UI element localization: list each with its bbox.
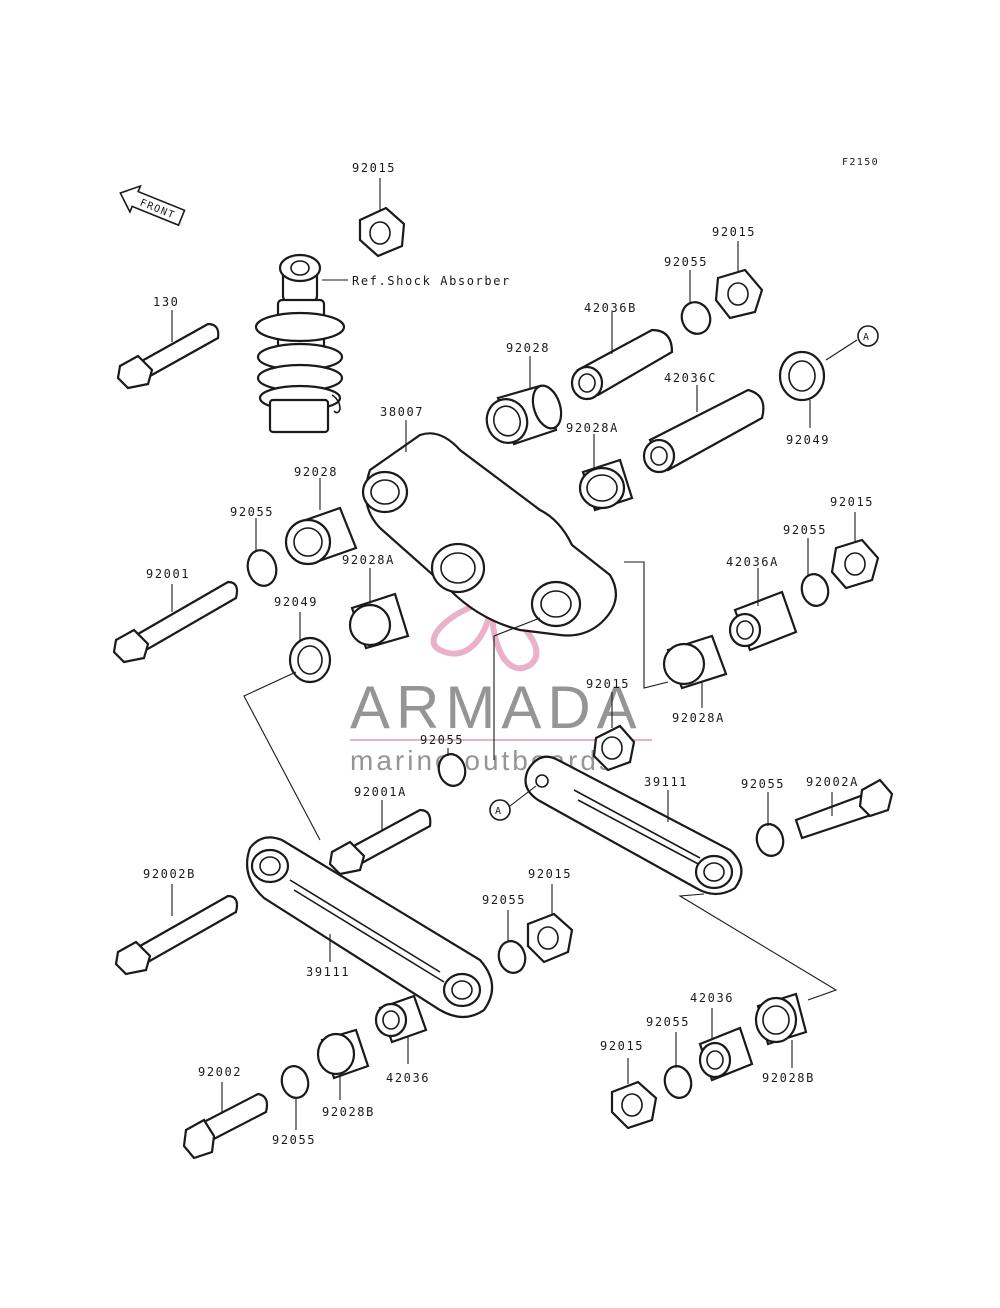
collar-92028-left	[284, 506, 358, 566]
part-label-92002b: 92002B	[143, 867, 196, 881]
part-number-labels: 92015 130 92055 92015 42036B 92028 42036…	[143, 161, 874, 1147]
part-label-38007: 38007	[380, 405, 424, 419]
relay-arm-38007	[361, 432, 618, 637]
marker-a-lower-letter: A	[495, 806, 502, 817]
part-label-92015-right-mid: 92015	[830, 495, 874, 509]
part-label-92015-upper-right: 92015	[712, 225, 756, 239]
sleeve-42036b	[570, 328, 674, 401]
collar-92028b-right	[754, 992, 808, 1046]
nut-92015-center	[592, 724, 636, 772]
diagram-code-label: F2150	[842, 157, 879, 168]
part-label-92002: 92002	[198, 1065, 242, 1079]
part-label-92055-right-mid: 92055	[783, 523, 827, 537]
part-label-92055-upper: 92055	[664, 255, 708, 269]
shock-absorber-reference-label: Ref.Shock Absorber	[352, 274, 511, 288]
nut-92015-top	[358, 206, 406, 258]
seal-92049-left	[288, 636, 332, 684]
part-label-92055-right: 92055	[741, 777, 785, 791]
bolt-92002a	[794, 778, 894, 840]
part-label-92028a-left: 92028A	[342, 553, 395, 567]
part-label-42036-left: 42036	[386, 1071, 430, 1085]
nut-92015-lower-right	[610, 1080, 658, 1130]
nut-92015-upper-right	[714, 268, 764, 320]
part-label-42036-right: 42036	[690, 991, 734, 1005]
collar-92028a-right	[662, 634, 728, 690]
marker-a-lower: A	[489, 799, 511, 821]
part-label-92015-top: 92015	[352, 161, 396, 175]
collar-92028-upper	[485, 384, 563, 446]
part-label-92015-lower-center: 92015	[528, 867, 572, 881]
part-label-92028b-right: 92028B	[762, 1071, 815, 1085]
leader-lines	[171, 178, 856, 1130]
part-label-92015-lower-right: 92015	[600, 1039, 644, 1053]
shock-absorber-illustration	[254, 253, 346, 434]
sleeve-42036c	[642, 388, 765, 474]
o-ring-92055-lower-right	[663, 1065, 693, 1099]
part-label-42036b: 42036B	[584, 301, 637, 315]
part-label-92028-upper: 92028	[506, 341, 550, 355]
part-label-92055-left: 92055	[230, 505, 274, 519]
part-label-42036c: 42036C	[664, 371, 717, 385]
marker-a-upper-letter: A	[863, 332, 870, 343]
part-label-92001a: 92001A	[354, 785, 407, 799]
o-ring-92055-lower-center	[497, 940, 527, 974]
bolt-92001	[112, 580, 239, 664]
bolt-130	[116, 322, 220, 390]
bolt-92002	[182, 1092, 269, 1160]
bolt-92001a	[328, 808, 432, 876]
part-label-92028a-right: 92028A	[672, 711, 725, 725]
bolt-92002b	[114, 894, 239, 976]
o-ring-92055-right-mid	[800, 573, 830, 607]
part-label-92055-lower-left: 92055	[272, 1133, 316, 1147]
sleeve-42036-left	[374, 994, 428, 1044]
part-label-42036a: 42036A	[726, 555, 779, 569]
front-arrow-label: FRONT	[138, 198, 177, 222]
part-label-92028b-left: 92028B	[322, 1105, 375, 1119]
nut-92015-right-mid	[830, 538, 880, 590]
nut-92015-lower-center	[526, 912, 574, 964]
collar-92028a-upper	[578, 458, 634, 512]
o-ring-92055-lower-left	[280, 1065, 310, 1099]
o-ring-92055-upper	[680, 301, 712, 335]
tie-rod-39111-right	[524, 755, 743, 896]
part-label-92002a: 92002A	[806, 775, 859, 789]
part-label-130: 130	[153, 295, 179, 309]
part-label-92049-upper: 92049	[786, 433, 830, 447]
part-label-39111-right: 39111	[644, 775, 688, 789]
part-label-92015-center: 92015	[586, 677, 630, 691]
part-label-39111-left: 39111	[306, 965, 350, 979]
watermark-brand-name: ARMADA	[350, 674, 643, 741]
seal-92049-upper	[778, 350, 826, 402]
collar-92028a-left	[348, 592, 410, 650]
part-label-92055-lower-center: 92055	[482, 893, 526, 907]
part-label-92028a-upper: 92028A	[566, 421, 619, 435]
marker-a-upper: A	[857, 325, 879, 347]
sleeve-42036a	[728, 590, 798, 652]
tie-rod-39111-left	[246, 836, 494, 1019]
front-arrow-icon: FRONT	[119, 184, 186, 227]
part-label-92055-center: 92055	[420, 733, 464, 747]
part-label-92028-left: 92028	[294, 465, 338, 479]
o-ring-92055-left	[246, 549, 278, 587]
part-label-92049-left: 92049	[274, 595, 318, 609]
o-ring-92055-right	[755, 823, 785, 857]
part-label-92001: 92001	[146, 567, 190, 581]
part-label-92055-lower-right: 92055	[646, 1015, 690, 1029]
sleeve-42036-right	[698, 1026, 754, 1082]
collar-92028b-left	[316, 1028, 370, 1080]
